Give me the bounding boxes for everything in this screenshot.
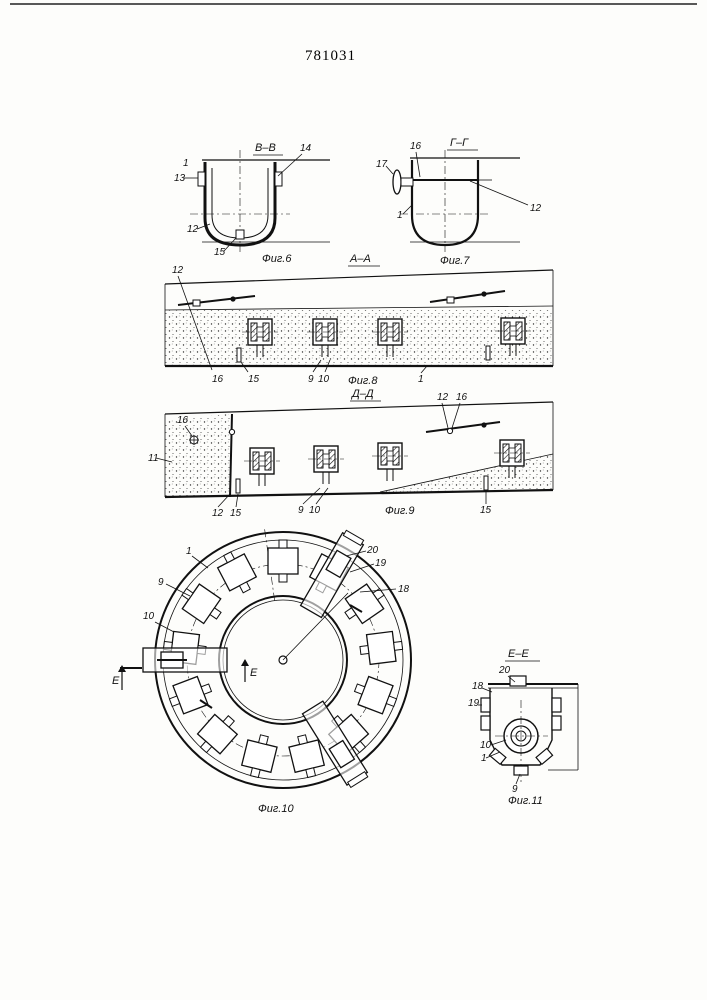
- fig7-label-12: 12: [530, 203, 542, 214]
- fig10-section-marker-left: Е: [112, 675, 120, 687]
- fig8-section-view: А–А 12 16 15 9 10 1 Фиг.8: [165, 253, 553, 387]
- fig6-label-12: 12: [187, 224, 199, 235]
- fig8-caption: Фиг.8: [348, 375, 378, 387]
- fig6-section-label: В–В: [255, 142, 276, 154]
- fig6-label-14: 14: [300, 143, 312, 154]
- fig7-label-16: 16: [410, 141, 422, 152]
- fig6-caption: Фиг.6: [262, 253, 292, 265]
- fig10-section-marker-right: Е: [250, 667, 258, 679]
- fig11-caption: Фиг.11: [508, 795, 543, 807]
- fig7-label-17: 17: [376, 159, 388, 170]
- fig8-label-10: 10: [318, 374, 330, 385]
- fig8-label-1: 1: [418, 374, 424, 385]
- fig10-label-10: 10: [143, 611, 155, 622]
- fig11-label-20: 20: [498, 665, 511, 676]
- fig11-label-19: 19: [468, 698, 480, 709]
- fig8-label-15: 15: [248, 374, 260, 385]
- fig6-section-view: В–В 1 13 14 12 15 Фиг.6: [174, 142, 330, 265]
- fig11-section-view: Е–Е 20 18 19 10 1 9 Фиг.11: [468, 648, 578, 807]
- fig8-label-9: 9: [308, 374, 314, 385]
- fig9-label-9: 9: [298, 505, 304, 516]
- fig6-label-1: 1: [183, 158, 189, 169]
- fig10-label-9: 9: [158, 577, 164, 588]
- fig11-label-18: 18: [472, 681, 484, 692]
- fig10-label-19: 19: [375, 558, 387, 569]
- fig6-label-13: 13: [174, 173, 186, 184]
- fig7-label-1: 1: [397, 210, 403, 221]
- fig10-label-1: 1: [186, 546, 192, 557]
- fig7-section-view: Г–Г 16 17 1 12 Фиг.7: [376, 137, 542, 267]
- fig11-section-label: Е–Е: [508, 648, 529, 660]
- fig9-label-12b: 12: [437, 392, 449, 403]
- fig10-label-20: 20: [366, 545, 379, 556]
- fig6-label-15: 15: [214, 247, 226, 258]
- fig11-label-9: 9: [512, 784, 518, 795]
- fig9-label-15: 15: [230, 508, 242, 519]
- fig9-caption: Фиг.9: [385, 505, 414, 517]
- fig9-label-15b: 15: [480, 505, 492, 516]
- fig11-label-1: 1: [481, 753, 487, 764]
- fig9-section-label: Д–Д: [350, 388, 374, 400]
- fig9-label-10: 10: [309, 505, 321, 516]
- fig8-section-label: А–А: [349, 253, 371, 265]
- fig8-label-16: 16: [212, 374, 224, 385]
- fig10-caption: Фиг.10: [258, 803, 294, 815]
- fig10-plan-view: Е Е 1 9 10 20 19 18 Фиг.10: [112, 529, 411, 815]
- fig9-section-view: Д–Д 16 11 12 15 9 10 12: [148, 388, 553, 519]
- document-number: 781031: [305, 48, 356, 64]
- fig8-label-12: 12: [172, 265, 184, 276]
- fig11-label-10: 10: [480, 740, 492, 751]
- fig7-section-label: Г–Г: [450, 137, 469, 149]
- fig7-caption: Фиг.7: [440, 255, 470, 267]
- fig9-label-16b: 16: [456, 392, 468, 403]
- fig9-label-12: 12: [212, 508, 224, 519]
- fig9-label-16: 16: [177, 415, 189, 426]
- fig10-label-18: 18: [398, 584, 410, 595]
